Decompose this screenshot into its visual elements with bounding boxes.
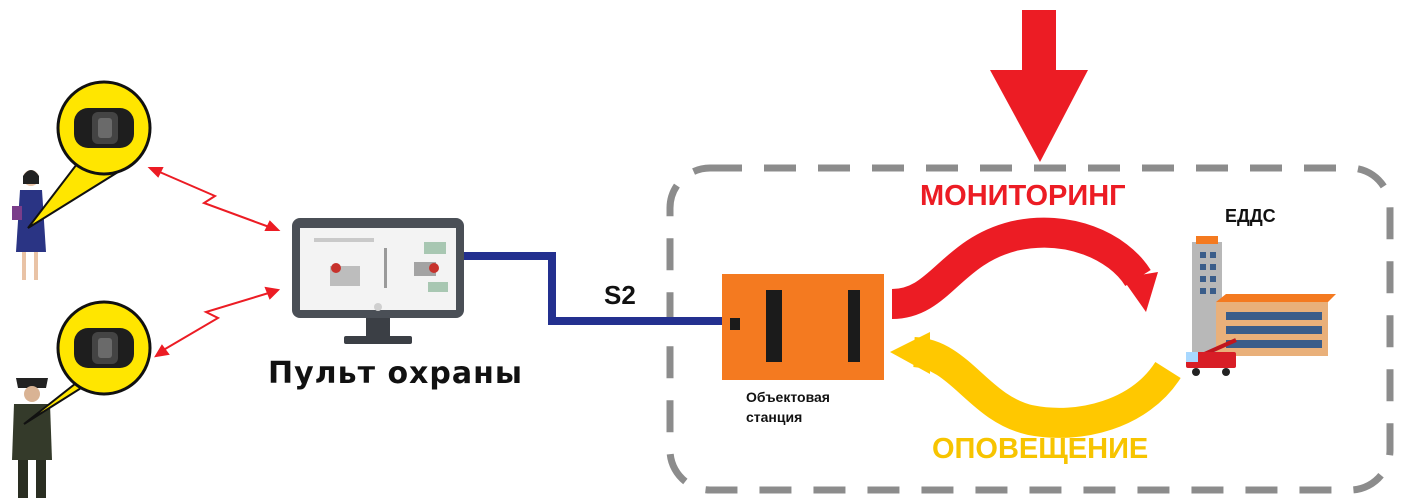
fire-truck-icon <box>1186 338 1237 376</box>
wireless-link-top-icon <box>147 167 281 231</box>
notification-arrow-icon <box>890 332 1181 438</box>
monitoring-arrow-icon <box>890 217 1158 319</box>
watch-icon <box>74 328 134 368</box>
system-boundary-frame <box>666 164 1394 494</box>
monitoring-label: МОНИТОРИНГ <box>920 180 1126 212</box>
station-label: Объектовая станция <box>746 387 830 427</box>
wireless-link-bottom-icon <box>154 286 281 358</box>
console-label: Пульт охраны <box>268 356 523 391</box>
incoming-arrow-icon <box>990 10 1088 162</box>
watch-callout-top <box>27 80 152 229</box>
watch-callout-bottom <box>23 300 152 425</box>
watch-icon <box>74 108 134 148</box>
station-label-line1: Объектовая <box>746 389 830 405</box>
notification-label: ОПОВЕЩЕНИЕ <box>932 433 1149 465</box>
building-icon <box>1192 236 1336 356</box>
station-label-line2: станция <box>746 409 803 425</box>
s2-connection-line <box>452 252 722 325</box>
edds-label: ЕДДС <box>1225 206 1276 226</box>
channel-label: S2 <box>604 280 636 310</box>
woman-icon <box>12 170 46 280</box>
guard-icon <box>12 378 52 498</box>
station-box-icon <box>722 274 884 380</box>
monitor-icon <box>292 218 464 344</box>
